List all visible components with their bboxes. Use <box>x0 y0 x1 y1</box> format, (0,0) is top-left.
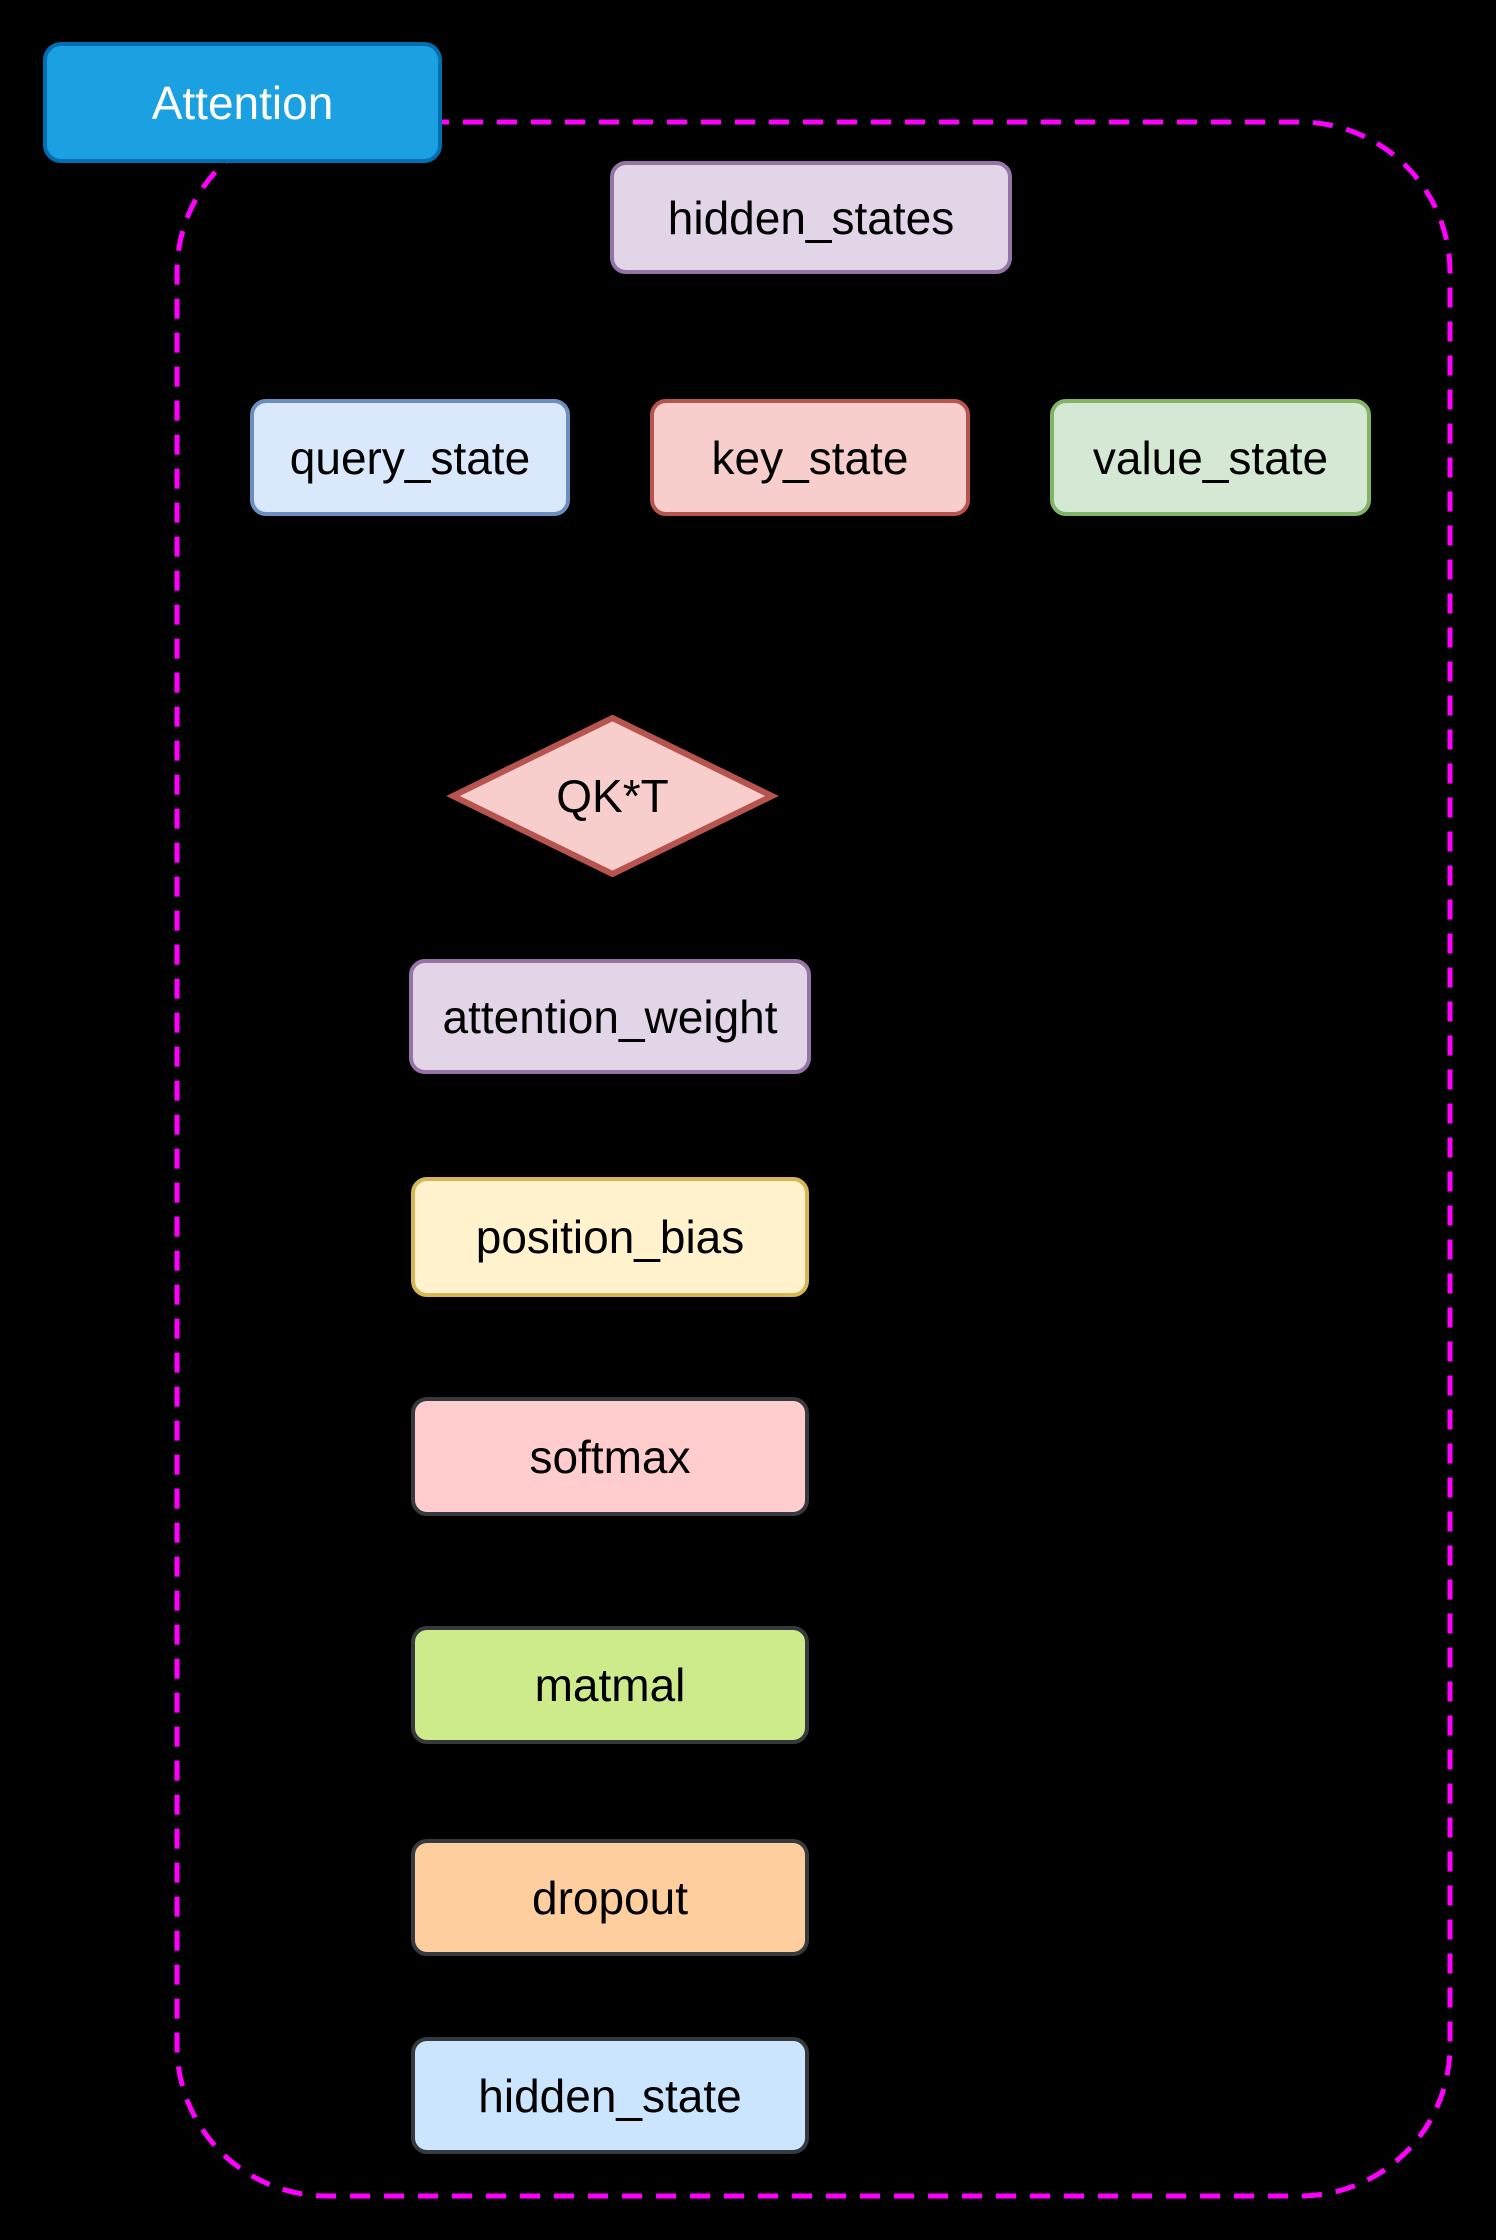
attention-group-label-text: Attention <box>151 76 334 129</box>
node-hidden-states-label: hidden_states <box>667 191 955 244</box>
node-hidden-state-label: hidden_state <box>478 2069 742 2122</box>
node-dropout: dropout <box>411 1839 809 1956</box>
node-matmal-label: matmal <box>534 1659 686 1711</box>
attention-group-label: Attention <box>43 42 442 163</box>
node-value-state: value_state <box>1050 399 1371 516</box>
node-key-state-label: key_state <box>711 431 909 484</box>
node-value-state-label: value_state <box>1092 431 1329 484</box>
node-query-state-label: query_state <box>289 431 531 484</box>
node-softmax: softmax <box>411 1397 809 1516</box>
node-qkt-diamond: QK*T <box>446 714 779 878</box>
node-dropout-label: dropout <box>531 1871 688 1924</box>
node-qkt-label: QK*T <box>556 770 669 822</box>
node-hidden-state: hidden_state <box>411 2037 809 2154</box>
node-softmax-label: softmax <box>529 1430 691 1483</box>
node-key-state: key_state <box>650 399 970 516</box>
node-matmal: matmal <box>411 1626 809 1744</box>
node-position-bias: position_bias <box>411 1177 809 1297</box>
node-position-bias-label: position_bias <box>475 1211 745 1263</box>
node-attention-weight: attention_weight <box>409 959 811 1074</box>
node-query-state: query_state <box>250 399 570 516</box>
node-attention-weight-label: attention_weight <box>442 990 778 1043</box>
node-hidden-states: hidden_states <box>610 161 1012 274</box>
